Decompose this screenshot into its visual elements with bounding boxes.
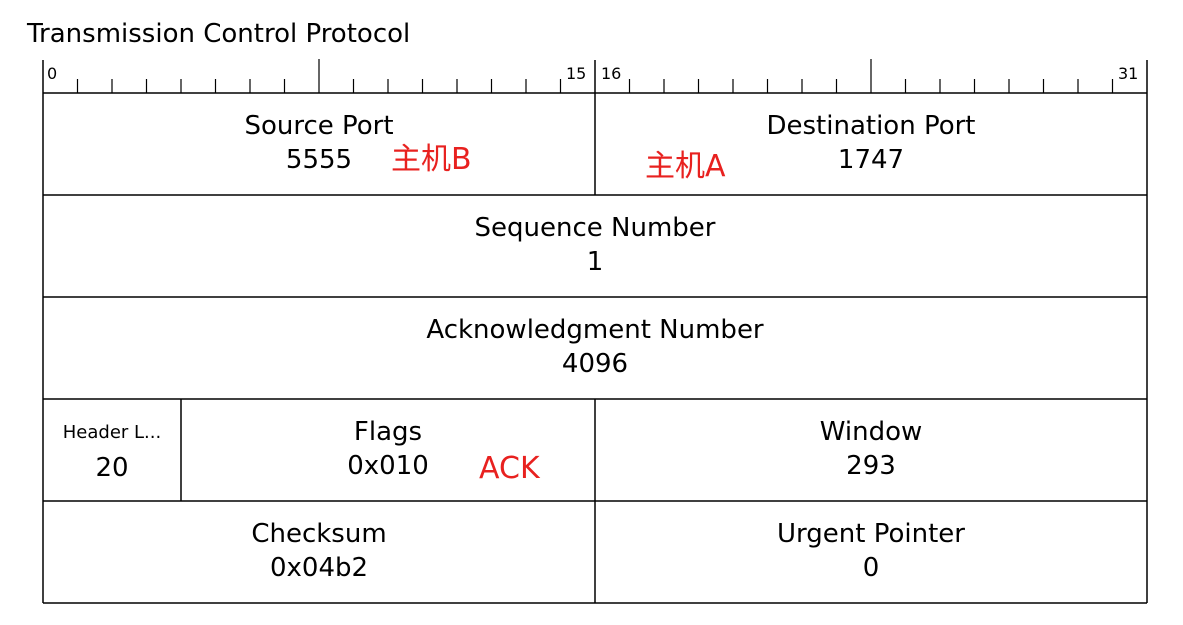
acknowledgment-number-label: Acknowledgment Number [426, 315, 764, 345]
diagram-title: Transmission Control Protocol [27, 19, 411, 49]
urgent-pointer-label: Urgent Pointer [777, 519, 965, 549]
header-length-value: 20 [95, 453, 129, 483]
flags-field: Flags 0x010 [181, 399, 595, 501]
checksum-label: Checksum [251, 519, 387, 549]
acknowledgment-number-value: 4096 [561, 349, 629, 379]
sequence-number-label: Sequence Number [474, 213, 716, 243]
flags-ack-annotation: ACK [479, 451, 540, 486]
ruler-label-16: 16 [601, 64, 621, 83]
ruler-label-31: 31 [1118, 64, 1138, 83]
urgent-pointer-field: Urgent Pointer 0 [595, 501, 1147, 603]
source-port-field: Source Port 5555 [43, 93, 595, 195]
destination-port-field: Destination Port 1747 [595, 93, 1147, 195]
checksum-field: Checksum 0x04b2 [43, 501, 595, 603]
destination-port-value: 1747 [837, 145, 905, 175]
flags-value: 0x010 [347, 451, 429, 481]
ruler-label-0: 0 [47, 64, 57, 83]
checksum-value: 0x04b2 [269, 553, 369, 583]
source-host-annotation: 主机B [391, 142, 472, 177]
source-port-label: Source Port [244, 111, 394, 141]
destination-port-label: Destination Port [766, 111, 976, 141]
urgent-pointer-value: 0 [862, 553, 880, 583]
window-label: Window [819, 417, 923, 447]
window-field: Window 293 [595, 399, 1147, 501]
header-length-field: Header L... 20 [43, 399, 181, 501]
sequence-number-value: 1 [586, 247, 604, 277]
header-length-label: Header L... [62, 422, 162, 443]
window-value: 293 [846, 451, 896, 481]
acknowledgment-number-field: Acknowledgment Number 4096 [43, 297, 1147, 399]
ruler-label-15: 15 [566, 64, 586, 83]
destination-host-annotation: 主机A [645, 149, 726, 184]
flags-label: Flags [353, 417, 423, 447]
source-port-value: 5555 [285, 145, 353, 175]
sequence-number-field: Sequence Number 1 [43, 195, 1147, 297]
